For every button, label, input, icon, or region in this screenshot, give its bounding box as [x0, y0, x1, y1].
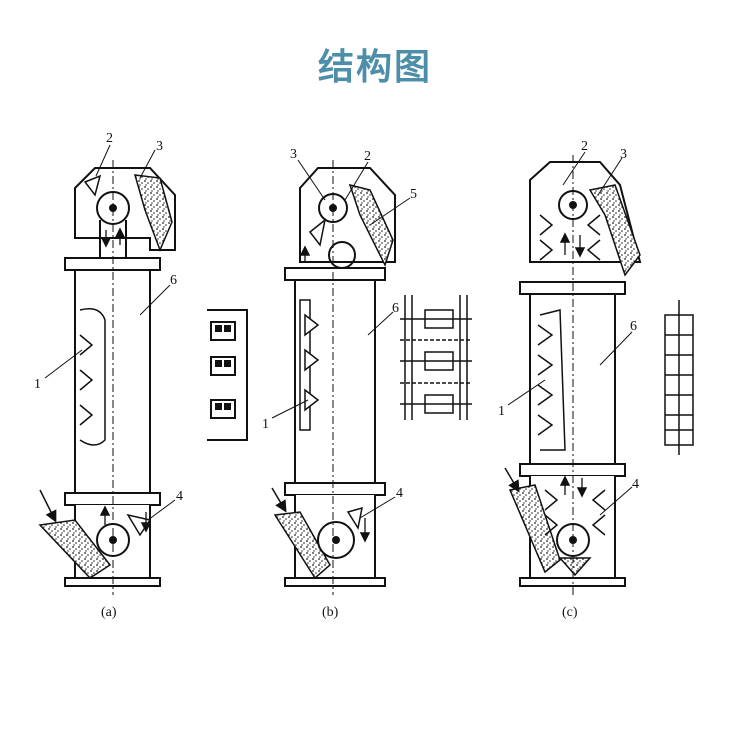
detail-a [207, 309, 248, 441]
label-b-3: 3 [290, 147, 297, 162]
label-a-4: 4 [176, 489, 183, 504]
label-a-3: 3 [156, 139, 163, 154]
page-title: 结构图 [317, 47, 432, 88]
caption-b: (b) [322, 605, 339, 620]
detail-b [400, 295, 472, 420]
elevator-c [504, 151, 642, 595]
caption-a: (a) [101, 605, 117, 620]
labels-c: 2 3 6 1 4 [498, 139, 639, 492]
detail-c [664, 300, 694, 455]
label-c-1: 1 [498, 404, 505, 419]
label-b-5: 5 [410, 187, 417, 202]
labels-a: 2 3 6 1 4 [34, 131, 183, 504]
label-c-3: 3 [620, 147, 627, 162]
label-b-1: 1 [262, 417, 269, 432]
label-a-6: 6 [170, 273, 177, 288]
label-a-1: 1 [34, 377, 41, 392]
label-c-6: 6 [630, 319, 637, 334]
label-c-2: 2 [581, 139, 588, 154]
label-b-4: 4 [396, 486, 403, 501]
label-b-6: 6 [392, 301, 399, 316]
elevator-a [38, 144, 176, 595]
label-b-2: 2 [364, 149, 371, 164]
labels-b: 3 2 5 6 1 4 [262, 147, 417, 501]
caption-c: (c) [562, 605, 578, 620]
label-a-2: 2 [106, 131, 113, 146]
elevator-b [271, 159, 411, 595]
label-c-4: 4 [632, 477, 639, 492]
